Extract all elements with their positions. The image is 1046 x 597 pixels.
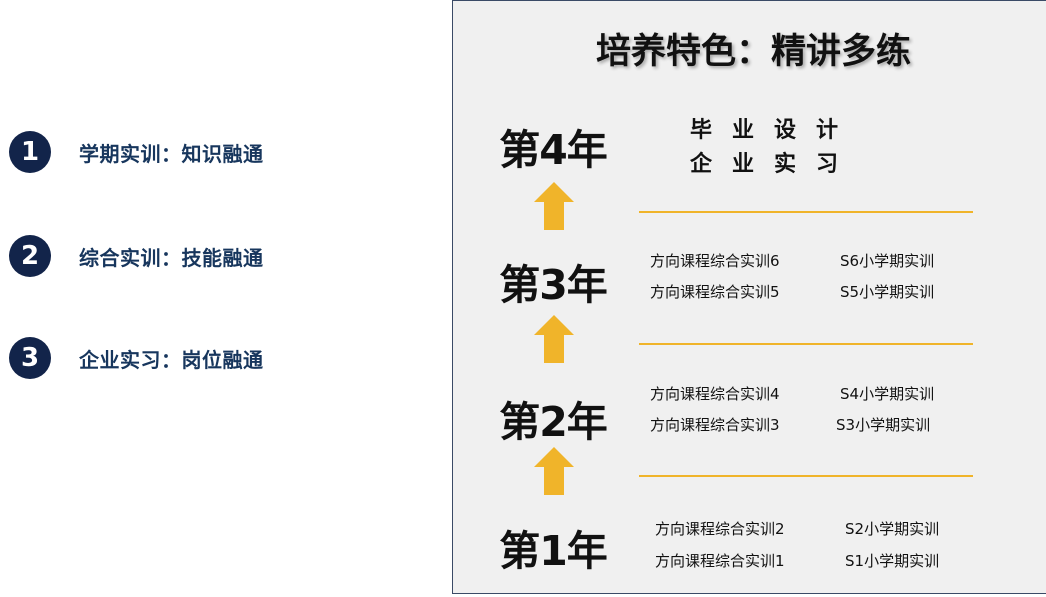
number-badge-1: 1 [9, 131, 51, 173]
list-label-1: 学期实训：知识融通 [79, 141, 264, 166]
practice-item: S4小学期实训 [840, 385, 935, 403]
practice-item: S5小学期实训 [840, 283, 935, 301]
course-item: 方向课程综合实训5 [650, 283, 780, 301]
course-item: 方向课程综合实训2 [655, 520, 785, 538]
number-badge-3: 3 [9, 337, 51, 379]
course-item: 方向课程综合实训3 [650, 416, 780, 434]
number-badge-2: 2 [9, 235, 51, 277]
divider-line [639, 343, 973, 345]
year-3-label: 第3年 [499, 261, 608, 309]
practice-item: S6小学期实训 [840, 252, 935, 270]
practice-item: S1小学期实训 [845, 552, 940, 570]
list-item-1: 1 学期实训：知识融通 [9, 131, 264, 173]
divider-line [639, 211, 973, 213]
course-item: 方向课程综合实训6 [650, 252, 780, 270]
list-label-2: 综合实训：技能融通 [79, 245, 264, 270]
training-panel: 培养特色：精讲多练 第4年 毕业设计 企业实习 第3年 方向课程综合实训6 S6… [452, 0, 1046, 594]
list-label-3: 企业实习：岗位融通 [79, 347, 264, 372]
panel-title: 培养特色：精讲多练 [595, 32, 911, 72]
list-item-3: 3 企业实习：岗位融通 [9, 337, 264, 379]
year-4-item-graduation-design: 毕业设计 [690, 118, 859, 143]
arrow-up-icon [534, 315, 574, 363]
practice-item: S2小学期实训 [845, 520, 940, 538]
year-4-label: 第4年 [499, 126, 608, 174]
year-1-label: 第1年 [499, 527, 608, 575]
arrow-up-icon [534, 447, 574, 495]
divider-line [639, 475, 973, 477]
practice-item: S3小学期实训 [836, 416, 931, 434]
year-4-item-internship: 企业实习 [690, 152, 859, 177]
course-item: 方向课程综合实训4 [650, 385, 780, 403]
list-item-2: 2 综合实训：技能融通 [9, 235, 264, 277]
year-2-label: 第2年 [499, 398, 608, 446]
arrow-up-icon [534, 182, 574, 230]
course-item: 方向课程综合实训1 [655, 552, 785, 570]
